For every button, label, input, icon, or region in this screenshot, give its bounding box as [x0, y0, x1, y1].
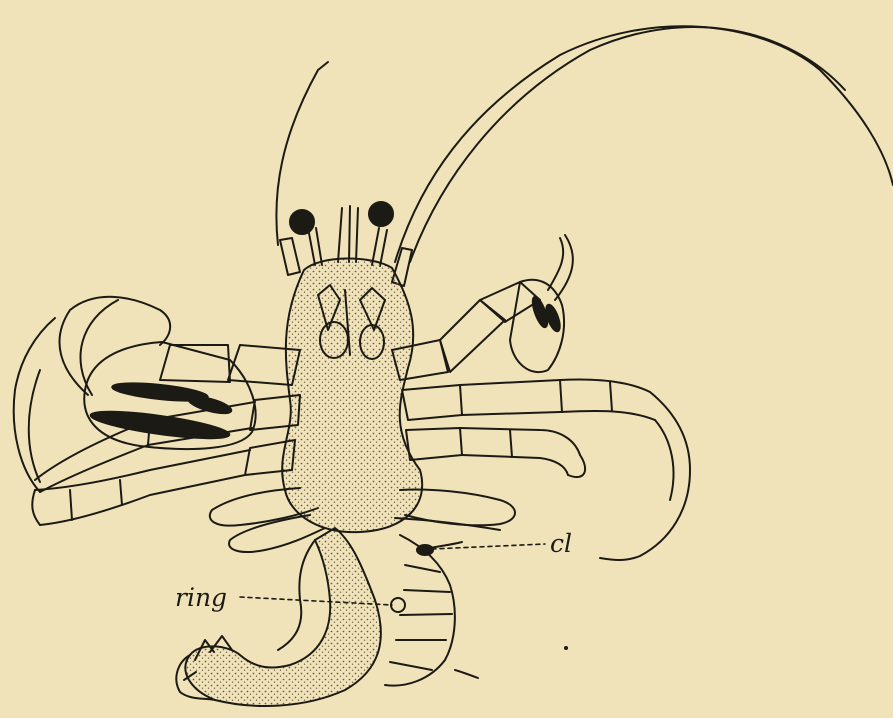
right-walking-leg-2: [406, 428, 585, 477]
right-eye: [369, 202, 393, 226]
abdomen: [185, 528, 381, 706]
right-walking-leg-1: [402, 380, 690, 561]
left-walking-leg-1: [14, 318, 300, 492]
antenna-right: [395, 26, 893, 262]
speck: [564, 646, 568, 650]
ring-marker: [391, 598, 405, 612]
left-walking-leg-2: [32, 440, 295, 525]
abdomen-segments: [385, 535, 478, 686]
cl-label: cl: [550, 529, 572, 558]
cl-marker: [417, 545, 433, 555]
left-cheliped: [60, 297, 300, 449]
ring-label: ring: [175, 583, 227, 612]
carapace: [282, 258, 422, 532]
right-cheliped: [392, 235, 573, 380]
left-eye: [290, 210, 314, 234]
abdomen-inner-curve: [278, 540, 315, 650]
